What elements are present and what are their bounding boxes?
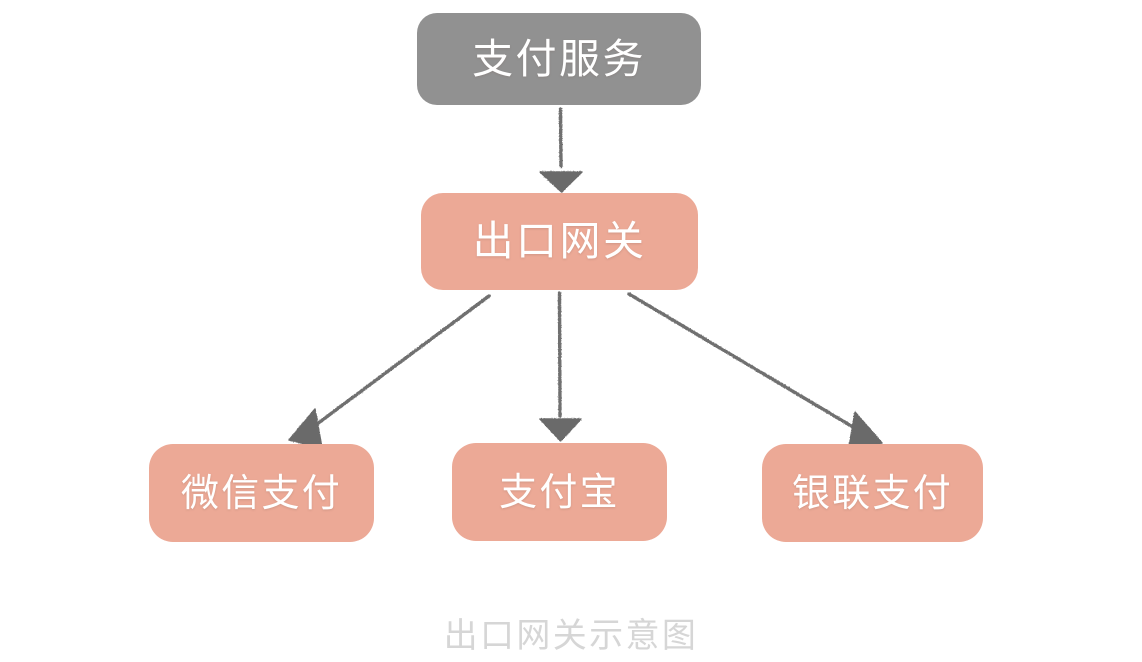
- node-wechat-pay[interactable]: 微信支付: [149, 444, 374, 542]
- node-alipay[interactable]: 支付宝: [452, 443, 667, 541]
- node-payment-service-label: 支付服务: [472, 34, 646, 83]
- node-wechat-pay-label: 微信支付: [180, 471, 343, 515]
- node-unionpay[interactable]: 银联支付: [762, 444, 983, 542]
- diagram-caption: 出口网关示意图: [443, 616, 699, 656]
- node-alipay-label: 支付宝: [499, 470, 620, 514]
- edge-gateway-to-wechat: [288, 294, 491, 449]
- node-unionpay-label: 银联支付: [791, 471, 954, 515]
- node-payment-service[interactable]: 支付服务: [417, 13, 701, 105]
- node-egress-gateway[interactable]: 出口网关: [421, 193, 698, 290]
- edge-service-to-gateway: [539, 107, 583, 193]
- edge-gateway-to-unionpay: [627, 292, 883, 448]
- edge-gateway-to-alipay: [539, 291, 582, 442]
- node-egress-gateway-label: 出口网关: [472, 217, 647, 265]
